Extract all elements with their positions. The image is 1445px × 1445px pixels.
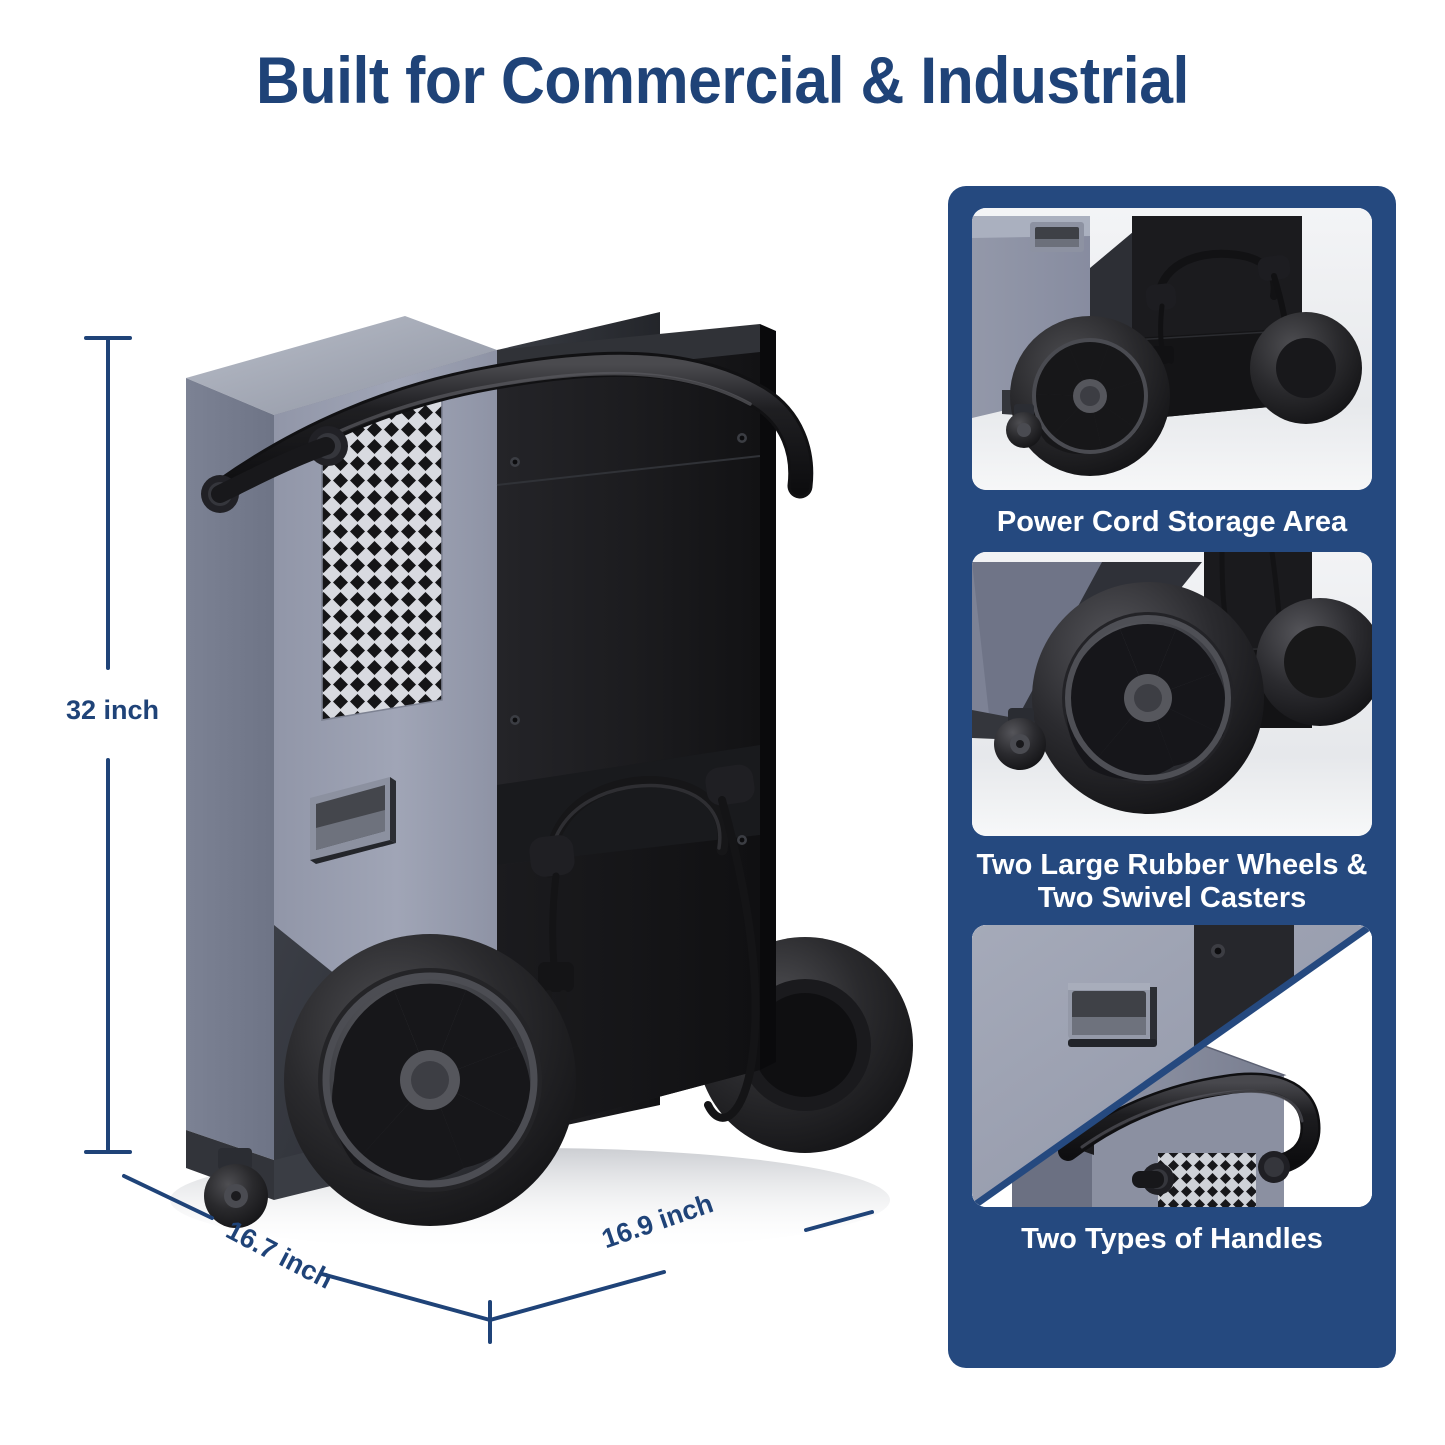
page-title: Built for Commercial & Industrial <box>256 43 1189 117</box>
wheels-and-casters-photo <box>972 552 1372 837</box>
feature-caption-handles: Two Types of Handles <box>1021 1223 1323 1256</box>
feature-caption-wheels-line1: Two Large Rubber Wheels & <box>976 849 1368 882</box>
dimension-height-label: 32 inch <box>66 695 160 725</box>
feature-block-handles: Two Types of Handles <box>972 925 1372 1269</box>
feature-caption-wheels: Two Large Rubber Wheels & Two Swivel Cas… <box>972 849 1372 914</box>
swivel-caster-main <box>204 1148 268 1228</box>
pocket-handle-main <box>310 777 396 864</box>
feature-block-power-cord: Power Cord Storage Area <box>972 208 1372 552</box>
product-stage: 32 inch 16.7 inch 16.9 inch <box>60 200 940 1390</box>
power-cord-assembly <box>529 764 760 1122</box>
rear-wheel-near <box>284 934 576 1226</box>
push-handle-main <box>201 351 814 513</box>
two-handles-photo <box>972 925 1372 1208</box>
power-cord-storage-photo <box>972 208 1372 490</box>
feature-caption-power-cord: Power Cord Storage Area <box>996 506 1348 538</box>
feature-caption-wheels-line2: Two Swivel Casters <box>1037 881 1307 914</box>
feature-panel: Power Cord Storage Area <box>948 186 1396 1368</box>
feature-block-wheels: Two Large Rubber Wheels & Two Swivel Cas… <box>972 552 1372 925</box>
product-illustration <box>170 312 913 1252</box>
